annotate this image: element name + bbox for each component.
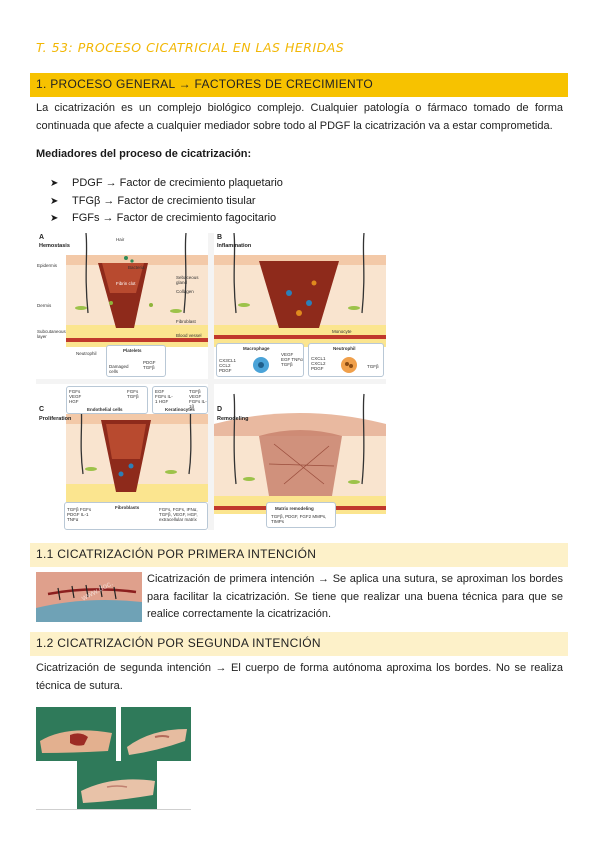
endothelial-box: FGFs VEGF HGF FGFs TGFβ Endothelial cell… — [66, 386, 148, 414]
panel-c-title: Proliferation — [39, 416, 72, 422]
panel-b-title: Inflammation — [217, 243, 252, 249]
list-item: ➤FGFs → Factor de crecimiento fagocitari… — [50, 210, 283, 228]
panel-a-title: Hemostasis — [39, 243, 70, 249]
section-1-1-text: Cicatrización de primera intención → Se … — [147, 573, 563, 620]
panel-b-letter: B — [217, 234, 223, 241]
section-1-intro: La cicatrización es un complejo biológic… — [36, 102, 563, 132]
photo-divider — [36, 809, 191, 810]
keratinocytes-box: EGF FGFs IL-1 HGF TGFβ VEGF FGFs IL-1β K… — [152, 386, 208, 414]
panel-remodeling: D Remodeling Matrix remodeling TGFβ, PDG… — [214, 384, 386, 530]
list-item: ➤TFGβ → Factor de crecimiento tisular — [50, 193, 283, 211]
hemostasis-illustration — [66, 233, 208, 347]
macrophage-cell-icon — [253, 357, 269, 373]
hand-wound-photo-2 — [121, 707, 191, 761]
platelets-box: Platelets Damaged cells PDGF TGFβ — [106, 345, 166, 377]
arrow-bullet-icon: ➤ — [50, 178, 59, 189]
inflammation-illustration — [214, 233, 386, 347]
fibroblasts-box: TGFβ FGFs PDGF IL-1 TNFα Fibroblasts FGF… — [64, 502, 208, 530]
proliferation-illustration — [66, 403, 208, 502]
section-1-1-heading: 1.1 CICATRIZACIÓN POR PRIMERA INTENCIÓN — [30, 543, 568, 567]
mediators-title: Mediadores del proceso de cicatrización: — [36, 148, 252, 160]
section-1-heading: 1. PROCESO GENERAL → FACTORES DE CRECIMI… — [30, 73, 568, 97]
hand-wound-photo-1 — [36, 707, 116, 761]
panel-proliferation: C Proliferation FGFs VEGF HGF FGFs TGFβ … — [36, 384, 208, 530]
sutured-wound-photo: www.doc. — [36, 572, 142, 622]
hand-wound-photo-3 — [77, 761, 157, 809]
neutrophil-box: Neutrophil CXCL1 CXCL2 PDGF TGFβ — [308, 343, 384, 377]
document-title: T. 53: PROCESO CICATRICIAL EN LAS HERIDA… — [36, 40, 345, 55]
panel-hemostasis: A Hemostasis Hair Bacteria Epidermis Der… — [36, 233, 208, 379]
list-item: ➤PDGF → Factor de crecimiento plaquetari… — [50, 175, 283, 193]
panel-d-title: Remodeling — [217, 416, 249, 422]
arrow-bullet-icon: ➤ — [50, 195, 59, 207]
arrow-bullet-icon: ➤ — [50, 213, 59, 224]
panel-a-letter: A — [39, 234, 45, 241]
matrix-remodeling-box: Matrix remodeling TGFβ, PDGF, FGF2 MMPs,… — [266, 502, 336, 528]
neutrophil-cell-icon — [341, 357, 357, 373]
macrophage-box: Macrophage CX3CL1 CCL2 PDGF VEGF EGF TNF… — [216, 343, 304, 377]
panel-inflammation: B Inflammation Monocyte Macrophage CX3CL… — [214, 233, 386, 379]
panel-d-letter: D — [217, 406, 223, 413]
panel-c-letter: C — [39, 406, 45, 413]
mediators-list: ➤PDGF → Factor de crecimiento plaquetari… — [50, 175, 283, 228]
wound-healing-figure: A Hemostasis Hair Bacteria Epidermis Der… — [36, 233, 386, 530]
section-1-2-text: Cicatrización de segunda intención → El … — [36, 662, 563, 692]
remodeling-illustration — [214, 393, 386, 514]
section-1-2-heading: 1.2 CICATRIZACIÓN POR SEGUNDA INTENCIÓN — [30, 632, 568, 656]
